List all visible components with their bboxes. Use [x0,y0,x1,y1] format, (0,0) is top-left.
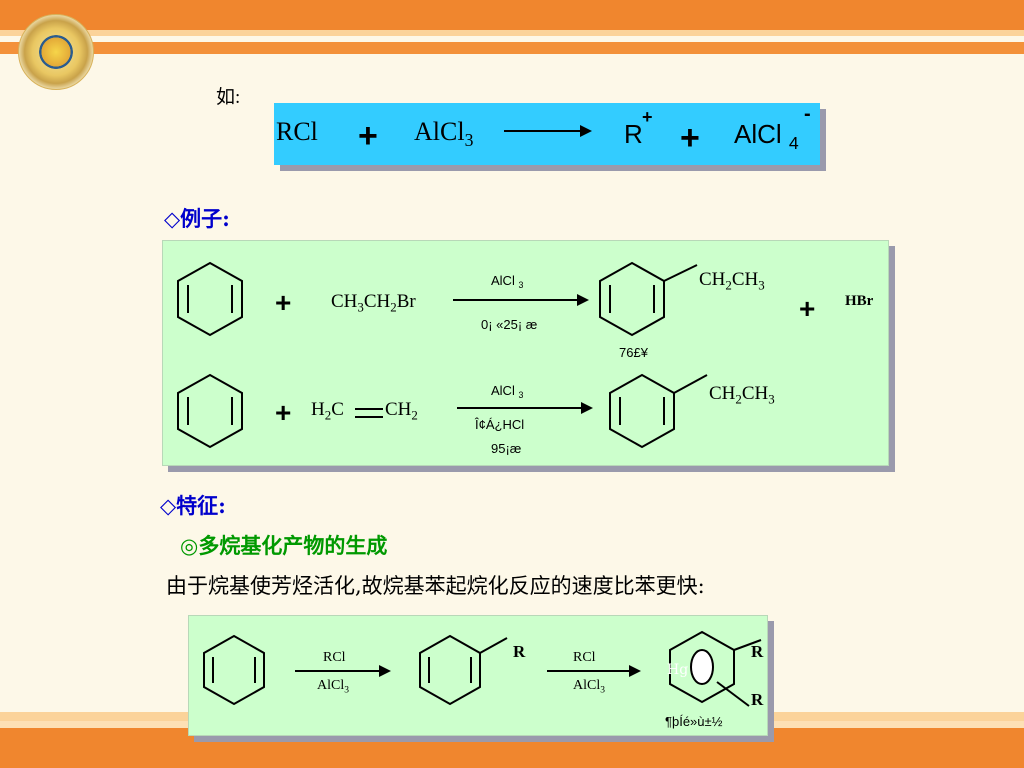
step1-reagent: RCl [323,650,346,665]
eq-alcl4-sub: 4 [788,133,799,154]
r2-reagent-right: CH2 [385,399,418,424]
r1-reagent-a: CH [331,291,358,312]
step2-arrow [547,665,641,677]
r2-double-bond [355,408,383,418]
step1-arrow [295,665,391,677]
eq-plus-2: + [680,119,700,157]
r2-catalyst-sub: 3 [518,390,524,401]
r2-condition: Î¢Á¿HCl [475,417,525,432]
benzene-ring-7 [669,630,762,707]
eq-alcl3: AlCl3 [414,117,473,151]
eq-plus-1: + [358,117,378,155]
intro-label: 如: [216,87,241,108]
top-orange-bar [0,0,1024,30]
product-overlay: Hg [667,662,689,678]
eq-r: R [624,119,643,149]
r2-reagent-left: H2C [311,399,344,424]
product-group-top: R [751,642,764,661]
product-group-bottom: R [751,690,764,709]
feature-text: 由于烷基使芳烃活化,故烷基苯起烷化反应的速度比苯更快: [166,574,705,598]
r1-product-sub1: 2 [725,277,732,293]
r1-condition: 0¡ «25¡ æ [481,317,538,332]
equation-box: RCl + AlCl3 R + + AlCl 4 - [274,103,820,165]
r2-product-sub2: 3 [768,391,775,407]
step2-reagent: RCl [573,650,596,665]
logo-emblem [39,35,73,69]
r1-yield: 76£¥ [619,345,648,360]
benzene-ring-4 [609,373,708,449]
eq-r-charge: + [642,107,653,127]
examples-heading: ◇例子: [164,206,230,231]
step2-catalyst-sub: 3 [600,685,605,696]
r1-product-b: CH [731,269,759,290]
examples-panel: + CH3CH2Br AlCl 3 0¡ «25¡ æ CH2CH3 + HBr… [162,240,889,466]
r2-plus: + [275,397,292,428]
r2-reagent-sub1: 2 [324,407,332,423]
eq-arrow [504,125,592,137]
benzene-ring-1 [177,261,243,337]
feature-point: ◎多烷基化产物的生成 [180,533,388,558]
r2-reagent-sub2: 2 [411,407,418,423]
step1-catalyst-sub: 3 [344,685,349,696]
step1-catalyst-main: AlCl [317,678,345,693]
top-orange-stripe [0,42,1024,54]
r1-reagent-c: Br [396,291,416,312]
r2-product-a: CH [709,383,736,404]
r2-product-b: CH [741,383,769,404]
r1-catalyst: AlCl 3 [491,273,523,290]
r1-catalyst-main: AlCl [491,273,515,288]
eq-rcl: RCl [276,117,318,146]
r2-yield: 95¡æ [491,441,522,456]
r2-reagent-c: CH [385,399,412,420]
r1-arrow [453,294,589,306]
benzene-ring-5 [203,634,265,706]
features-heading: ◇特征: [160,493,226,518]
r1-byproduct: HBr [845,293,874,309]
step2-catalyst-main: AlCl [573,678,601,693]
r1-reagent: CH3CH2Br [331,291,416,316]
benzene-ring-6 [419,634,508,706]
r2-reagent-b: C [331,399,344,420]
r2-reagent-a: H [311,399,325,420]
r1-product-a: CH [699,269,726,290]
r2-arrow [457,402,593,414]
benzene-ring-3 [177,373,243,449]
r1-reagent-b: CH [363,291,391,312]
r1-reagent-sub2: 2 [390,299,397,315]
r1-product-sub2: 3 [758,277,765,293]
r2-catalyst: AlCl 3 [491,383,523,400]
polyalkylation-panel: RCl AlCl3 R RCl AlCl3 Hg R R ¶þÍé»ù±½ [188,615,768,736]
product-note: ¶þÍé»ù±½ [665,714,723,729]
r2-product-sub1: 2 [735,391,742,407]
university-logo [18,14,94,90]
r1-reagent-sub1: 3 [357,299,364,315]
eq-alcl3-sub: 3 [464,130,474,151]
eq-alcl4-main: AlCl [734,119,782,149]
top-light-stripe [0,30,1024,36]
eq-alcl4: AlCl 4 [734,119,799,154]
r1-catalyst-sub: 3 [518,280,524,291]
r2-catalyst-main: AlCl [491,383,515,398]
r1-plus: + [275,287,292,318]
intermediate-group: R [513,642,526,661]
r1-product: CH2CH3 [699,269,765,294]
eq-alcl4-charge: - [804,103,811,125]
r1-byproduct-plus: + [799,293,816,324]
benzene-ring-2 [599,261,698,337]
step2-catalyst: AlCl3 [573,678,605,695]
r2-product: CH2CH3 [709,383,775,408]
eq-alcl3-main: AlCl [414,117,465,146]
step1-catalyst: AlCl3 [317,678,349,695]
